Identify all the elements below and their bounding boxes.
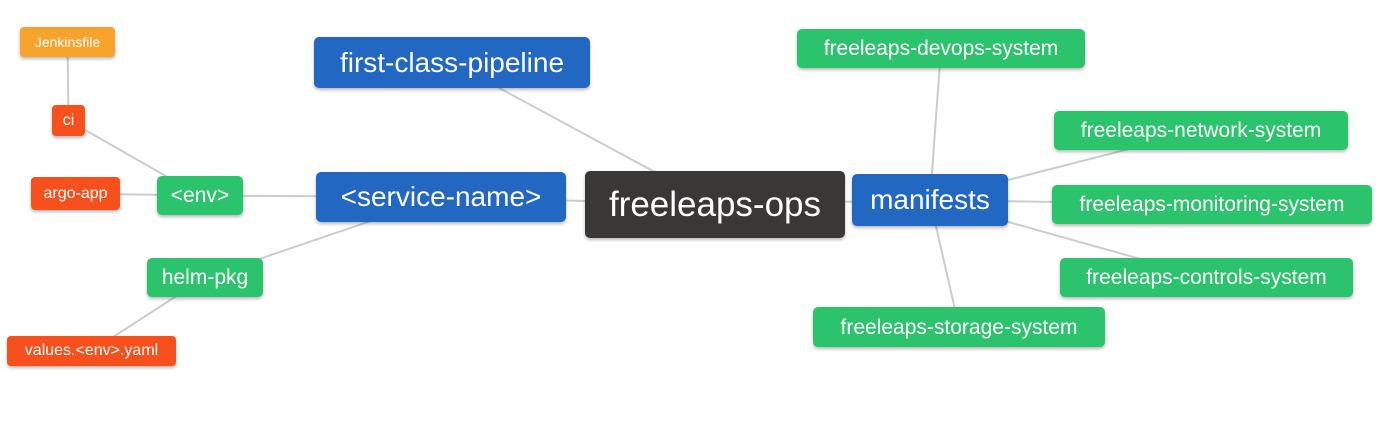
node-jenkinsfile[interactable]: Jenkinsfile [20,27,115,57]
node-network-system[interactable]: freeleaps-network-system [1054,111,1348,150]
node-helm-pkg[interactable]: helm-pkg [147,258,263,297]
node-controls-system[interactable]: freeleaps-controls-system [1060,258,1353,297]
node-ci[interactable]: ci [52,105,85,136]
node-freeleaps-ops[interactable]: freeleaps-ops [585,171,845,238]
node-first-class-pipeline[interactable]: first-class-pipeline [314,37,590,88]
node-devops-system[interactable]: freeleaps-devops-system [797,29,1085,68]
node-service-name[interactable]: <service-name> [316,172,566,222]
node-storage-system[interactable]: freeleaps-storage-system [813,307,1105,347]
node-argo-app[interactable]: argo-app [31,177,120,210]
node-manifests[interactable]: manifests [852,174,1008,226]
node-values-env-yaml[interactable]: values.<env>.yaml [7,336,176,366]
node-env[interactable]: <env> [157,176,243,215]
node-monitoring-system[interactable]: freeleaps-monitoring-system [1052,185,1372,224]
